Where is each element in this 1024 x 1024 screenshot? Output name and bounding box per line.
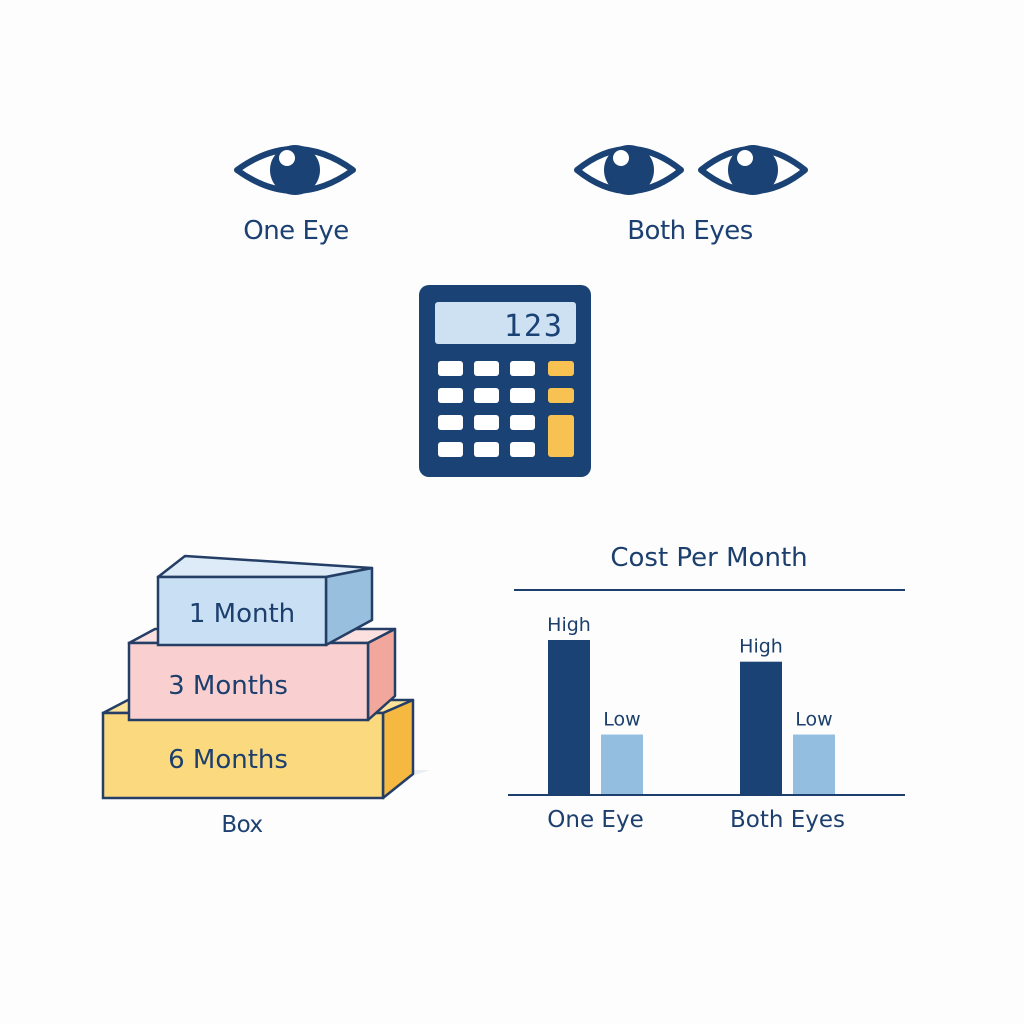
right-eye-icon xyxy=(698,145,808,195)
bar-both-eyes-high xyxy=(740,661,782,795)
chart-title: Cost Per Month xyxy=(610,543,807,573)
x-tick-label-one-eye: One Eye xyxy=(547,807,643,833)
bar-both-eyes-low xyxy=(793,734,835,795)
bar-one-eye-low xyxy=(601,734,643,795)
box-1-month: 1 Month xyxy=(156,554,374,647)
both-eyes-label: Both Eyes xyxy=(627,216,753,246)
calculator-icon: 123 xyxy=(419,285,591,477)
left-eye-icon xyxy=(574,145,684,195)
calculator-display: 123 xyxy=(504,309,564,344)
one-eye-icon xyxy=(234,145,356,195)
data-label-both-eyes-low: Low xyxy=(795,709,832,731)
x-tick-label-both-eyes: Both Eyes xyxy=(730,807,845,833)
data-label-both-eyes-high: High xyxy=(739,636,783,658)
one-eye-label: One Eye xyxy=(243,216,349,246)
box-caption: Box xyxy=(221,812,263,838)
data-label-one-eye-high: High xyxy=(547,614,591,636)
data-label-one-eye-low: Low xyxy=(603,709,640,731)
box-label-6-months: 6 Months xyxy=(168,745,288,775)
box-stack: 6 Months 3 Months 1 Month xyxy=(101,554,430,800)
box-label-3-months: 3 Months xyxy=(168,671,288,701)
bar-one-eye-high xyxy=(548,640,590,795)
box-label-1-month: 1 Month xyxy=(189,599,295,629)
